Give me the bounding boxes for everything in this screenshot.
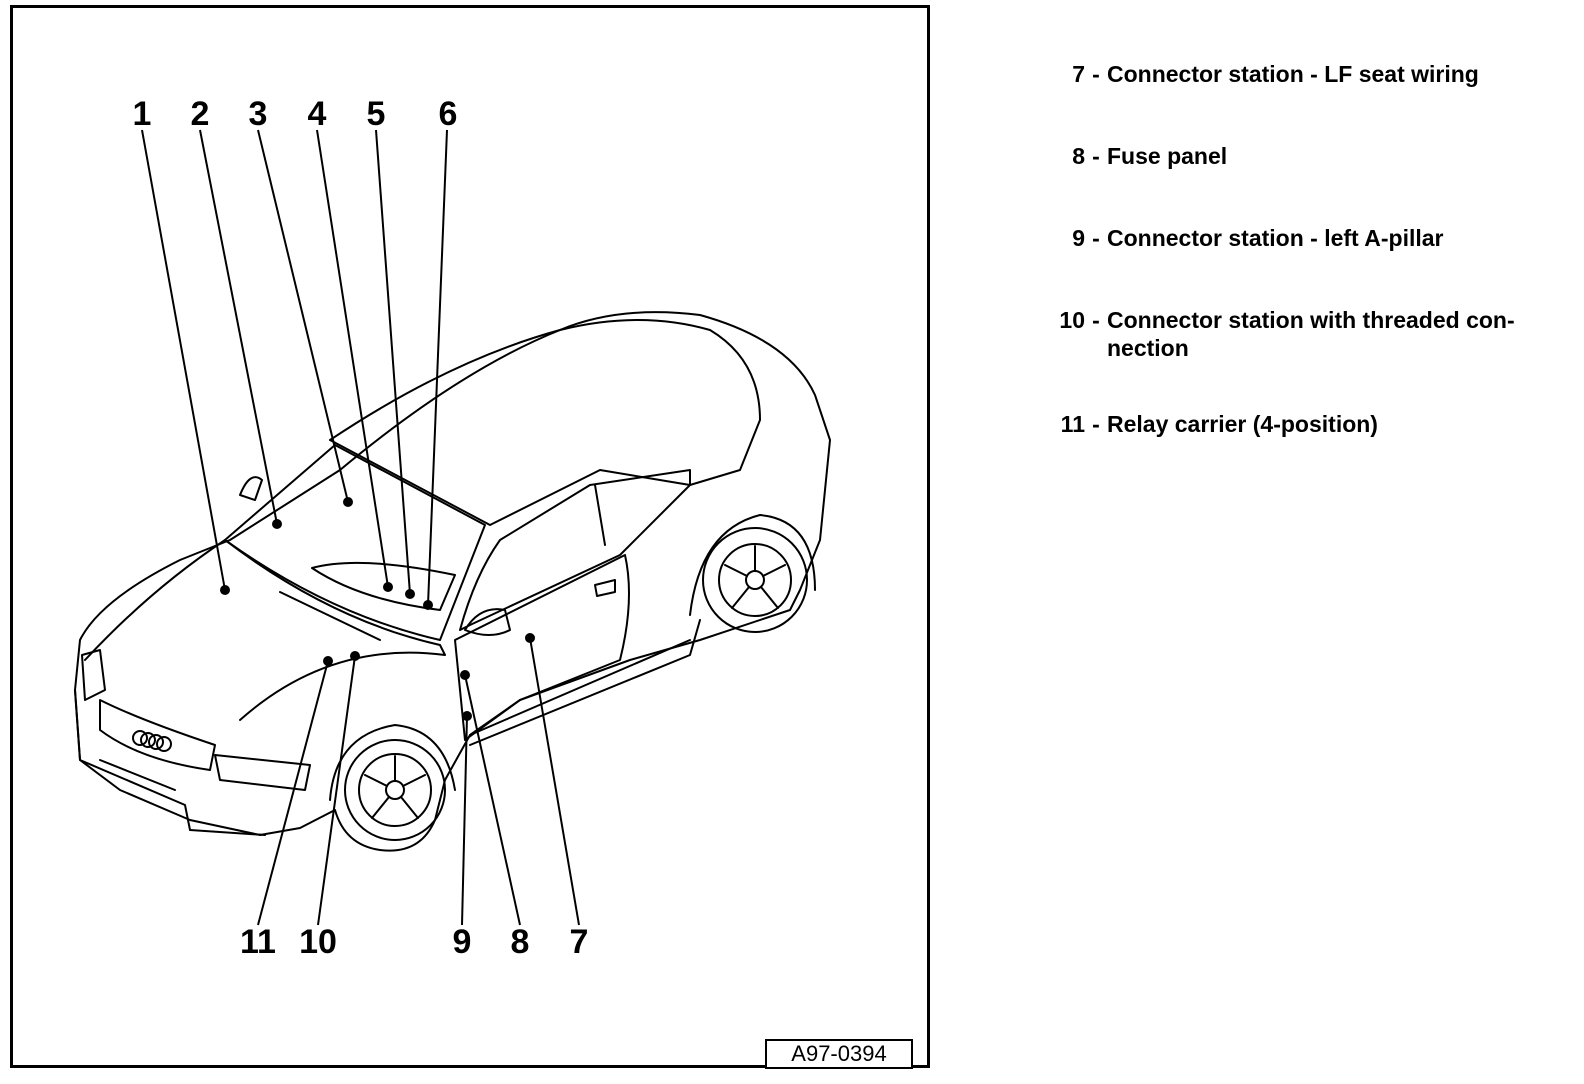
legend-text: Connector station with threaded con- nec… [1107, 307, 1515, 361]
point-5 [405, 589, 415, 599]
front-wheel-tire [344, 739, 446, 841]
point-7 [525, 633, 535, 643]
leader-7 [529, 637, 580, 926]
point-8 [460, 670, 470, 680]
leader-8 [464, 674, 521, 926]
legend-text: Connector station - left A-pillar [1107, 225, 1444, 251]
rear-wheel-spokes [724, 545, 786, 609]
point-11 [323, 656, 333, 666]
logo-ring-4 [156, 736, 172, 752]
point-1 [220, 585, 230, 595]
leader-9 [461, 715, 468, 926]
callout-2: 2 [191, 95, 210, 133]
legend-text: Relay carrier (4-position) [1107, 411, 1378, 437]
callout-3: 3 [249, 95, 268, 133]
car-mirror [464, 608, 511, 636]
rear-wheel-tire [702, 527, 808, 633]
car-grille [99, 699, 216, 771]
legend-text: Fuse panel [1107, 143, 1228, 169]
leader-10 [317, 655, 356, 926]
legend-item-10: 10 - Connector station with threaded con… [1040, 306, 1560, 362]
legend-item-7: 7 - Connector station - LF seat wiring [1040, 60, 1560, 88]
car-door [454, 554, 630, 741]
leader-6 [427, 129, 448, 606]
car-side-window [459, 469, 691, 631]
legend-item-11: 11 - Relay carrier (4-position) [1040, 410, 1560, 438]
legend: 7 - Connector station - LF seat wiring 8… [1040, 60, 1560, 492]
point-2 [272, 519, 282, 529]
callout-7: 7 [570, 923, 589, 961]
point-3 [343, 497, 353, 507]
legend-item-9: 9 - Connector station - left A-pillar [1040, 224, 1560, 252]
rear-wheel-rim [718, 543, 792, 617]
legend-num: 9 [1072, 225, 1085, 251]
front-wheel-spokes [364, 755, 426, 819]
logo-ring-1 [132, 730, 148, 746]
legend-separator: - [1092, 61, 1100, 87]
car-illustration: 1 2 3 4 5 6 7 8 9 10 11 [74, 95, 831, 961]
point-6 [423, 600, 433, 610]
callout-6: 6 [439, 95, 458, 133]
car-dashboard [311, 561, 456, 611]
point-10 [350, 651, 360, 661]
car-windshield [224, 444, 486, 641]
leader-2 [199, 129, 278, 525]
legend-num: 11 [1060, 411, 1085, 437]
legend-num: 8 [1072, 143, 1085, 169]
figure-id-label: A97-0394 [765, 1039, 913, 1069]
car-mirror-left [239, 476, 263, 501]
leader-1 [141, 129, 226, 591]
car-door-handle [594, 579, 616, 597]
diagram-frame [10, 5, 930, 1068]
point-9 [462, 711, 472, 721]
legend-separator: - [1092, 307, 1100, 333]
car-side-skirt [469, 619, 701, 746]
car-wiper [279, 591, 381, 641]
legend-num: 7 [1072, 61, 1085, 87]
rear-wheel-arch [689, 514, 816, 616]
logo-ring-2 [140, 732, 156, 748]
car-headlight-right [214, 754, 311, 791]
leader-11 [257, 660, 329, 926]
callout-4: 4 [308, 95, 327, 133]
car-headlight-left [81, 649, 106, 701]
legend-separator: - [1092, 225, 1100, 251]
callout-11: 11 [240, 923, 276, 961]
logo-ring-3 [148, 734, 164, 750]
callout-5: 5 [367, 95, 386, 133]
callout-10: 10 [299, 923, 337, 961]
car-hood-line [84, 539, 446, 721]
car-b-pillar [594, 484, 606, 546]
leader-4 [316, 129, 389, 588]
callout-9: 9 [453, 923, 472, 961]
front-wheel-rim [358, 753, 432, 827]
car-roof [329, 319, 761, 526]
callout-8: 8 [511, 923, 530, 961]
legend-num: 10 [1059, 307, 1085, 333]
callout-1: 1 [133, 95, 152, 133]
legend-separator: - [1092, 411, 1100, 437]
legend-separator: - [1092, 143, 1100, 169]
leader-5 [375, 129, 411, 595]
point-4 [383, 582, 393, 592]
legend-text: Connector station - LF seat wiring [1107, 61, 1479, 87]
car-bumper [74, 689, 266, 836]
legend-item-8: 8 - Fuse panel [1040, 142, 1560, 170]
leader-3 [257, 129, 349, 503]
front-wheel-arch [329, 724, 456, 801]
